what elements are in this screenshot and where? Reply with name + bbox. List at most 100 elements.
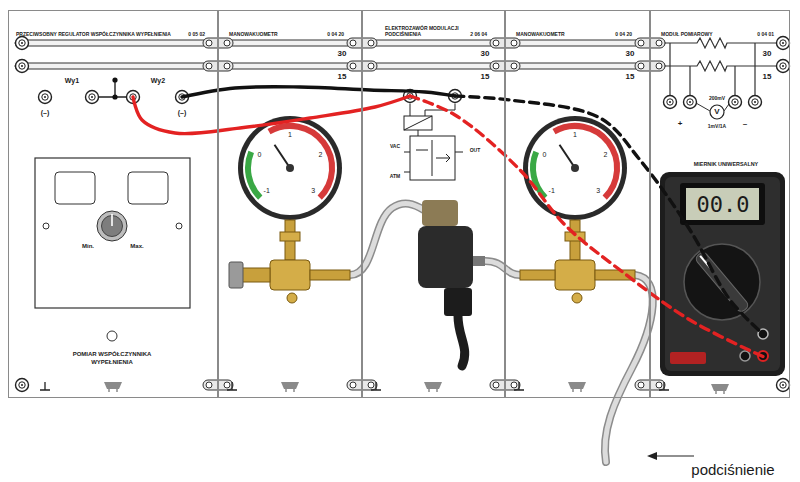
scale-label: 1mV/1A — [708, 123, 726, 129]
terminal-socket — [16, 379, 29, 392]
solenoid-valve — [422, 200, 458, 226]
ground-symbol — [659, 382, 669, 390]
valve-schematic-symbol — [404, 140, 463, 176]
module-title: MANOWAKUOMETR — [516, 31, 565, 37]
indicator-led — [107, 331, 117, 341]
signal-wire — [133, 96, 410, 134]
resistor-symbol — [665, 38, 777, 48]
multimeter-body — [665, 177, 780, 371]
signal-wire — [182, 87, 455, 97]
pressure-gauge — [533, 152, 545, 198]
rail-link — [203, 38, 665, 390]
module-panel: PRZECIWSOBNY REGULATOR WSPÓŁCZYNNIKA WYP… — [8, 10, 218, 398]
control-panel — [35, 158, 190, 308]
multimeter-body — [686, 188, 759, 220]
output-terminals — [39, 77, 189, 103]
knob-label: Max. — [130, 243, 143, 251]
brass-tee-fitting — [520, 270, 555, 280]
port-label: OUT — [470, 147, 481, 153]
gauge-scale-number: 0 — [543, 151, 547, 160]
rail-number: 30 — [481, 49, 490, 59]
maker-emblem — [104, 382, 729, 394]
brass-tee-fitting — [280, 232, 300, 241]
brass-tee-fitting — [270, 260, 310, 290]
gauge-scale-number: 2 — [604, 151, 608, 160]
meter-lead — [455, 96, 764, 335]
multimeter-body — [680, 183, 765, 225]
brass-tee-fitting — [242, 268, 270, 282]
module-panel: MODUŁ POMIAROWY 0 04 01 MIERNIK UNIWERSALN… — [650, 10, 790, 398]
multimeter-body — [660, 172, 785, 376]
wire-group — [133, 87, 764, 357]
maker-emblem — [424, 382, 442, 392]
multimeter-body — [670, 352, 706, 364]
indicator-label: POMIAR WSPÓŁCZYNNIKA WYPEŁNIENIA — [52, 351, 172, 366]
maker-emblem — [104, 382, 122, 392]
output-label: Wy1 — [65, 77, 79, 86]
power-rail — [15, 63, 665, 69]
module-code: 0 04 01 — [757, 31, 774, 37]
vacuum-source-label: podciśnienie — [691, 461, 774, 480]
module-code: 0 04 20 — [327, 31, 344, 37]
output-label: Wy2 — [151, 77, 165, 86]
pressure-gauge — [528, 121, 622, 215]
vacuum-hose — [485, 261, 520, 275]
multimeter-body — [694, 251, 749, 314]
valve-schematic-symbol — [404, 116, 432, 136]
terminal-socket — [777, 379, 790, 392]
control-panel — [35, 158, 190, 308]
module-panel: MANOWAKUOMETR0 04 20 — [505, 10, 650, 398]
module-title: ELEKTROZAWÓR MODULACJI PODCIŚNIENIA — [385, 25, 465, 38]
pressure-gauge — [248, 152, 260, 198]
knob-label: Min. — [82, 243, 94, 251]
module-panel: ELEKTROZAWÓR MODULACJI PODCIŚNIENIA2 06 … — [362, 10, 505, 398]
gauge-scale-number: 2 — [319, 151, 323, 160]
solenoid-valve — [473, 256, 485, 266]
rail-number: 30 — [338, 49, 347, 59]
multimeter-body — [740, 351, 750, 361]
pressure-gauge — [238, 116, 342, 220]
multimeter-body — [684, 244, 760, 320]
vacuum-hose — [605, 275, 653, 462]
solenoid-valve — [418, 226, 473, 288]
rail-number: 15 — [481, 72, 490, 82]
output-terminals — [99, 80, 126, 97]
control-panel — [128, 172, 168, 204]
solenoid-valve — [458, 316, 465, 366]
brass-tee-fitting — [572, 293, 582, 303]
power-rail — [15, 40, 665, 46]
multimeter-body — [660, 172, 785, 376]
gauge-scale-number: 3 — [596, 187, 600, 196]
solenoid-valve — [444, 288, 472, 316]
maker-emblem — [711, 384, 729, 394]
terminal-socket — [777, 60, 790, 73]
rail-number: 15 — [626, 72, 635, 82]
resistor-symbol — [665, 38, 777, 71]
port-label: ATM — [390, 173, 400, 179]
meter-symbol: V — [714, 107, 719, 117]
brass-tee-fitting — [287, 293, 297, 303]
brass-tee-fitting — [229, 262, 243, 288]
gauge-scale-number: 1 — [573, 131, 577, 140]
ground-symbol — [40, 382, 50, 390]
maker-emblem — [568, 382, 586, 392]
measurement-circuit — [749, 96, 762, 109]
gauge-scale-number: 1 — [288, 131, 292, 140]
module-title: MODUŁ POMIAROWY — [661, 31, 713, 37]
range-label: 200mV — [709, 95, 725, 101]
brass-tee-fitting — [555, 260, 595, 290]
rail-number: 30 — [763, 49, 772, 59]
power-rail — [15, 40, 665, 69]
output-terminals — [112, 77, 117, 82]
ground-symbol — [371, 382, 381, 390]
control-panel — [176, 223, 182, 229]
terminal-socket — [777, 37, 790, 50]
control-panel — [97, 211, 127, 241]
terminal-socket — [16, 37, 29, 50]
pressure-gauge — [523, 116, 627, 220]
multimeter: MIERNIK UNIWERSALNY00.0 — [659, 158, 793, 379]
module-code: 0 05 02 — [188, 31, 205, 37]
port-label: VAC — [390, 143, 400, 149]
